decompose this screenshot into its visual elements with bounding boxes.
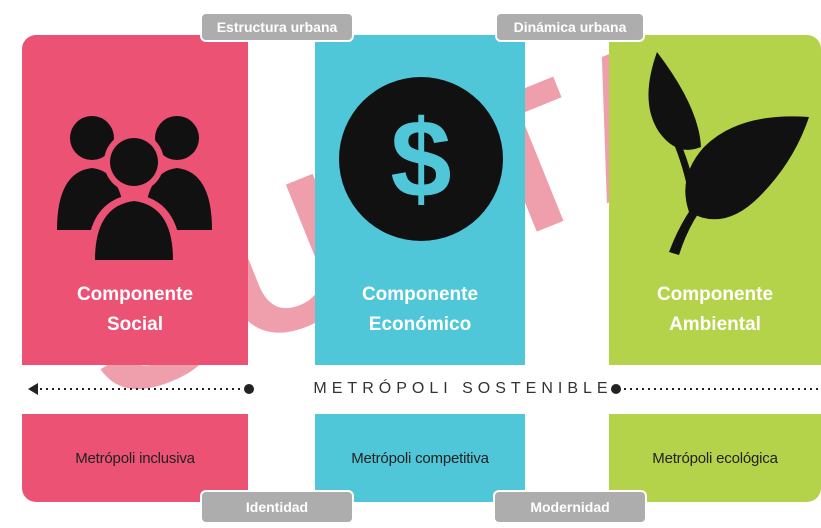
component-title-line1: Componente xyxy=(76,284,194,305)
tag-estructura-urbana: Estructura urbana xyxy=(200,12,354,42)
economic-component-title: Componente Económico xyxy=(315,280,525,340)
social-component-title: Componente Social xyxy=(22,280,248,340)
component-title-line2: Ambiental xyxy=(669,314,761,335)
social-component-panel: Componente Social xyxy=(22,35,248,365)
outcome-box-ecologica: Metrópoli ecológica xyxy=(609,414,821,502)
component-title-line2: Social xyxy=(107,314,163,335)
outcome-box-competitiva: Metrópoli competitiva xyxy=(315,414,525,502)
leaf-icon xyxy=(648,52,809,255)
metropoli-sostenible-label: METRÓPOLI SOSTENIBLE xyxy=(313,380,613,397)
outcome-label: Metrópoli inclusiva xyxy=(75,449,195,467)
environmental-component-panel: Componente Ambiental xyxy=(609,35,821,365)
environmental-component-title: Componente Ambiental xyxy=(609,280,821,340)
outcome-box-inclusiva: Metrópoli inclusiva xyxy=(22,414,248,502)
dollar-coin-icon: $ xyxy=(339,77,503,241)
component-title-line1: Componente xyxy=(656,284,774,305)
svg-text:$: $ xyxy=(390,98,451,221)
outcome-label: Metrópoli competitiva xyxy=(351,449,489,467)
component-title-line2: Económico xyxy=(368,314,472,335)
metropoli-sostenible-line: METRÓPOLI SOSTENIBLE xyxy=(28,372,821,406)
tag-dinamica-urbana: Dinámica urbana xyxy=(495,12,645,42)
tag-modernidad: Modernidad xyxy=(493,490,647,524)
economic-component-panel: $ Componente Económico xyxy=(315,35,525,365)
outcome-label: Metrópoli ecológica xyxy=(652,449,778,467)
tag-identidad: Identidad xyxy=(200,490,354,524)
dotted-arrow-line xyxy=(28,383,821,395)
people-group-icon xyxy=(57,116,212,260)
component-title-line1: Componente xyxy=(361,284,479,305)
